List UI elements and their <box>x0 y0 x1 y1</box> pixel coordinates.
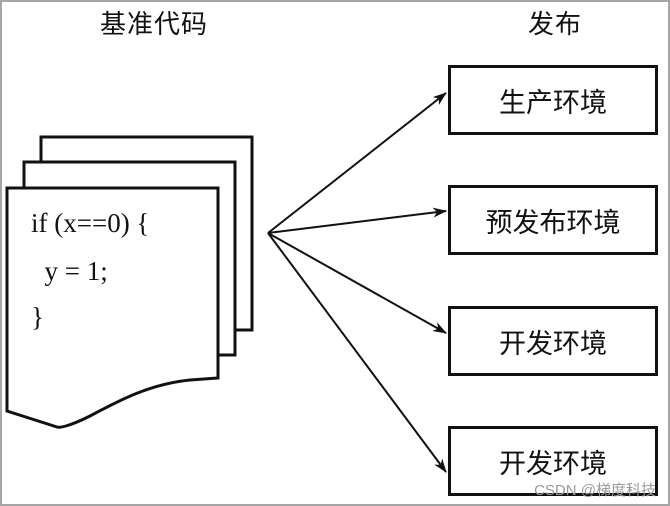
arrow-to-development-2 <box>267 232 447 473</box>
environment-box-development-2: 开发环境 <box>448 426 658 496</box>
environment-box-development-1: 开发环境 <box>448 306 658 376</box>
release-title: 发布 <box>528 10 583 40</box>
arrow-to-staging <box>267 207 447 234</box>
source-code-title: 基准代码 <box>100 10 209 40</box>
code-line-3: } <box>31 302 44 332</box>
watermark: CSDN @梯度科技 <box>534 482 656 499</box>
environment-box-production: 生产环境 <box>448 65 658 135</box>
environment-label: 开发环境 <box>499 328 607 360</box>
arrow-to-development-1 <box>267 232 447 334</box>
environment-label: 生产环境 <box>499 87 607 119</box>
environment-box-staging: 预发布环境 <box>448 185 658 255</box>
arrow-to-production <box>267 92 447 234</box>
environment-label: 预发布环境 <box>485 207 621 239</box>
document-page-front <box>5 186 220 429</box>
environment-label: 开发环境 <box>499 448 607 480</box>
code-line-2: y = 1; <box>31 256 108 286</box>
code-line-1: if (x==0) { <box>31 208 150 238</box>
